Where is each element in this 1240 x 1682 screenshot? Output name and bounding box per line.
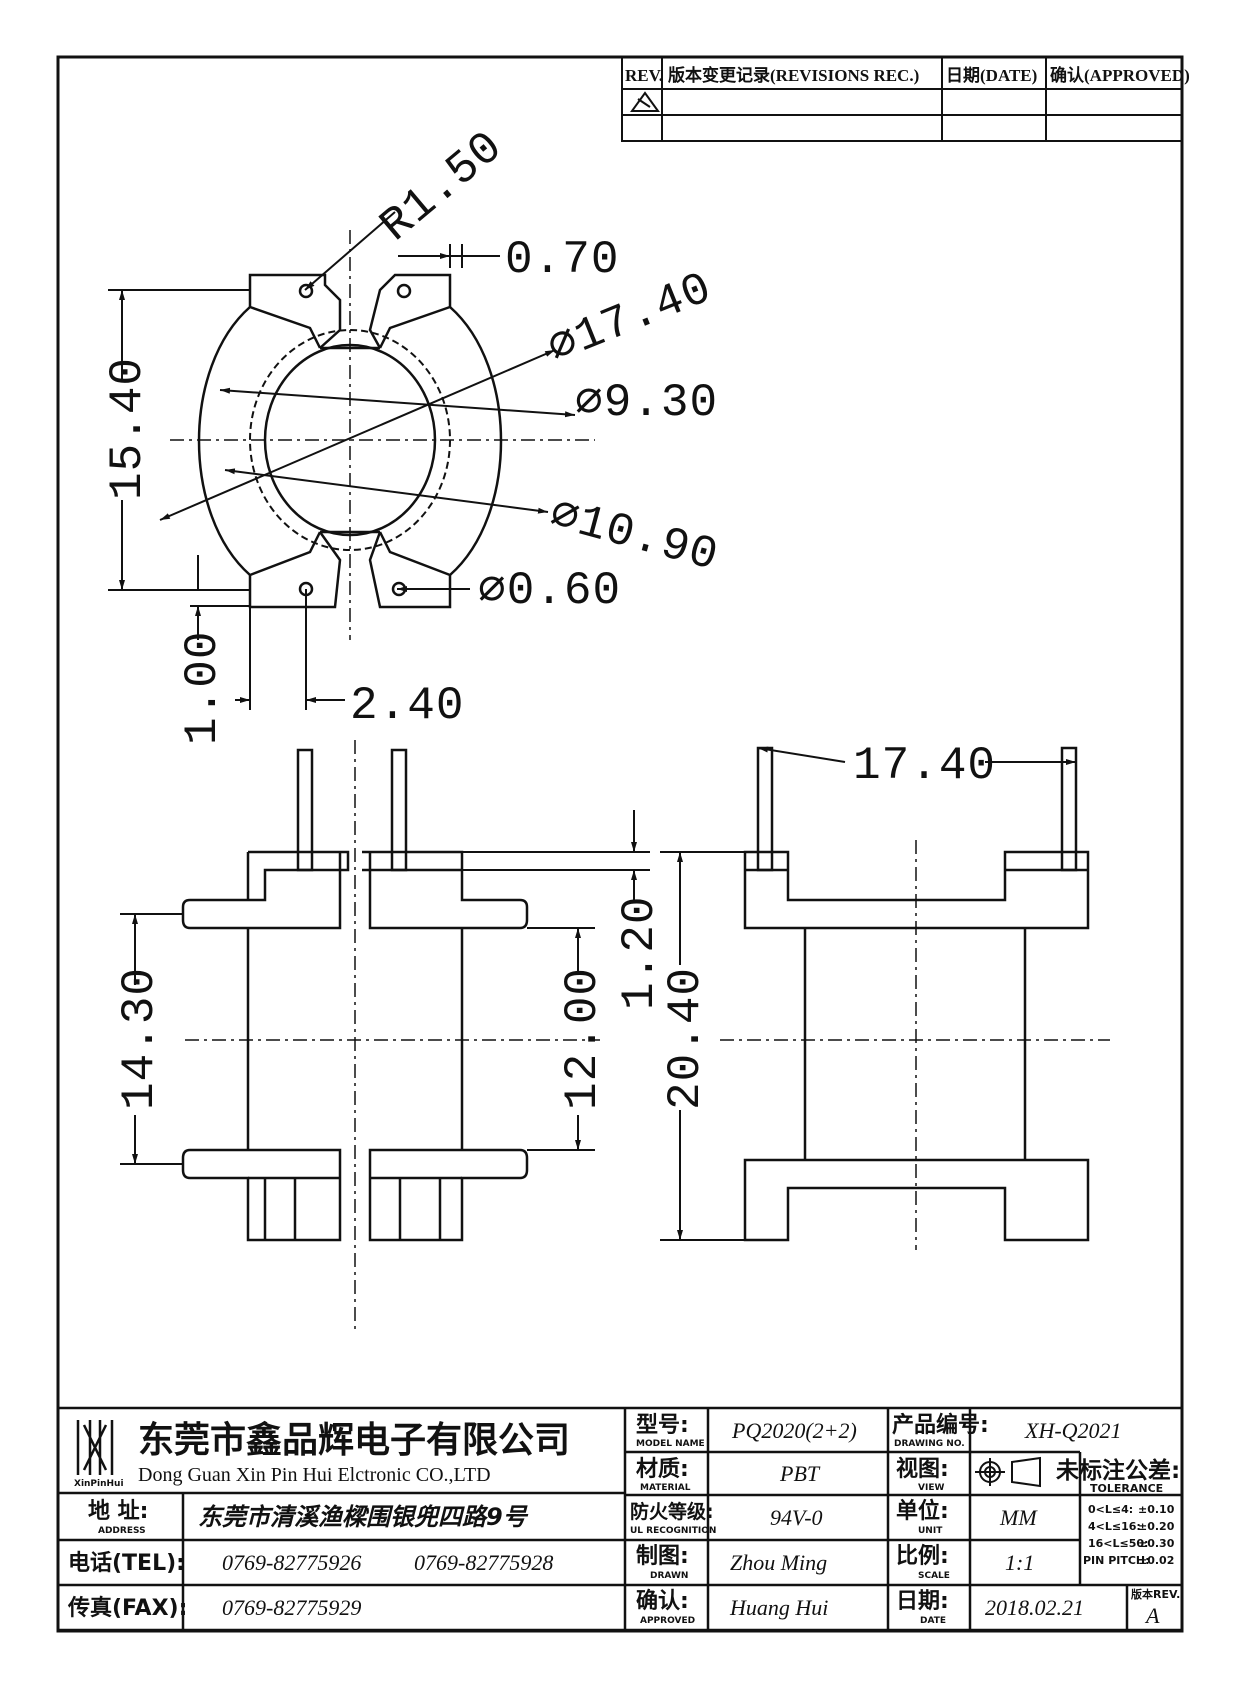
scale-value: 1:1 xyxy=(1005,1550,1034,1575)
material-value: PBT xyxy=(779,1461,821,1486)
company-logo xyxy=(76,1420,114,1475)
dim-1-20: 1.20 xyxy=(614,896,666,1010)
projection-symbol-icon xyxy=(975,1456,1041,1488)
approved-value: Huang Hui xyxy=(729,1595,828,1620)
date-header: 日期(DATE) xyxy=(946,66,1037,85)
dim-12-00: 12.00 xyxy=(557,967,609,1110)
tol-row3-range: 16<L≤50: xyxy=(1088,1537,1148,1550)
dim-0-70: 0.70 xyxy=(505,234,619,286)
drawn-label: 制图: xyxy=(636,1544,689,1569)
material-label-en: MATERIAL xyxy=(640,1483,691,1493)
flame-value: 94V-0 xyxy=(770,1505,823,1530)
date-label-en: DATE xyxy=(920,1616,946,1626)
view-label: 视图: xyxy=(896,1456,949,1482)
fax-label: 传真(FAX): xyxy=(67,1595,187,1621)
title-block xyxy=(56,1406,1184,1632)
revisions-header: 版本变更记录(REVISIONS REC.) xyxy=(668,65,919,85)
tolerance-title: 未标注公差: xyxy=(1056,1457,1180,1484)
dim-1-00: 1.00 xyxy=(177,631,229,745)
rev-value: A xyxy=(1144,1603,1160,1628)
tol-row1-value: ±0.10 xyxy=(1138,1503,1175,1516)
model-label: 型号: xyxy=(636,1413,689,1438)
approved-header: 确认(APPROVED) xyxy=(1050,65,1190,85)
approved-label: 确认: xyxy=(636,1588,689,1614)
revision-triangle-icon xyxy=(630,91,660,112)
drawing-no-value: XH-Q2021 xyxy=(1024,1418,1122,1443)
dim-r1-50: R1.50 xyxy=(371,121,514,253)
tel-value-1: 0769-82775926 xyxy=(222,1550,361,1575)
front-view xyxy=(181,748,529,1242)
address-label: 地 址: xyxy=(88,1499,148,1524)
material-label: 材质: xyxy=(636,1457,689,1482)
drawing-border xyxy=(56,55,1184,1633)
side-view xyxy=(743,746,1090,1242)
drawn-label-en: DRAWN xyxy=(650,1571,688,1581)
scale-label: 比例: xyxy=(896,1544,949,1569)
revision-table xyxy=(621,56,1183,142)
pin-hole-tr xyxy=(396,283,412,299)
company-name-en: Dong Guan Xin Pin Hui Elctronic CO.,LTD xyxy=(138,1464,491,1486)
unit-label: 单位: xyxy=(896,1498,949,1524)
model-value: PQ2020(2+2) xyxy=(731,1418,857,1443)
dim-2-40: 2.40 xyxy=(350,680,464,732)
drawing-no-label: 产品编号: xyxy=(892,1412,989,1438)
fax-value: 0769-82775929 xyxy=(222,1595,361,1620)
dim-dia-0-60: ∅0.60 xyxy=(478,565,621,617)
tel-label: 电话(TEL): xyxy=(68,1551,185,1576)
tol-row2-range: 4<L≤16: xyxy=(1088,1520,1141,1533)
tol-row4-range: PIN PITCH: xyxy=(1083,1554,1150,1567)
view-label-en: VIEW xyxy=(918,1483,944,1493)
drawing-no-label-en: DRAWING NO. xyxy=(894,1439,965,1449)
unit-value: MM xyxy=(999,1505,1038,1530)
scale-label-en: SCALE xyxy=(918,1571,950,1581)
company-name-cn: 东莞市鑫品辉电子有限公司 xyxy=(138,1420,570,1461)
flame-label-en: UL RECOGNITION xyxy=(630,1526,716,1536)
tol-row3-value: ±0.30 xyxy=(1138,1537,1175,1550)
dim-14-30: 14.30 xyxy=(114,967,166,1110)
dim-15-40: 15.40 xyxy=(102,357,154,500)
model-label-en: MODEL NAME xyxy=(636,1439,705,1449)
drawn-value: Zhou Ming xyxy=(730,1550,827,1575)
tol-row2-value: ±0.20 xyxy=(1138,1520,1175,1533)
logo-text: XinPinHui xyxy=(74,1479,124,1489)
approved-label-en: APPROVED xyxy=(640,1616,695,1626)
date-label: 日期: xyxy=(896,1589,949,1614)
unit-label-en: UNIT xyxy=(918,1526,943,1536)
tol-row4-value: ±0.02 xyxy=(1138,1554,1174,1567)
flame-label: 防火等级: xyxy=(630,1500,714,1523)
dim-dia-9-30: ∅9.30 xyxy=(575,377,718,429)
dim-20-40: 20.40 xyxy=(660,967,712,1110)
address-label-en: ADDRESS xyxy=(98,1526,146,1536)
rev-label: 版本REV. xyxy=(1131,1587,1180,1601)
date-value: 2018.02.21 xyxy=(985,1595,1084,1620)
tol-row1-range: 0<L≤4: xyxy=(1088,1503,1133,1516)
address-value: 东莞市清溪渔樑围银兜四路9号 xyxy=(198,1503,529,1531)
tel-value-2: 0769-82775928 xyxy=(414,1550,553,1575)
tolerance-title-en: TOLERANCE xyxy=(1090,1482,1163,1495)
rev-header: REV. xyxy=(625,66,663,85)
dim-17-40: 17.40 xyxy=(853,740,996,792)
